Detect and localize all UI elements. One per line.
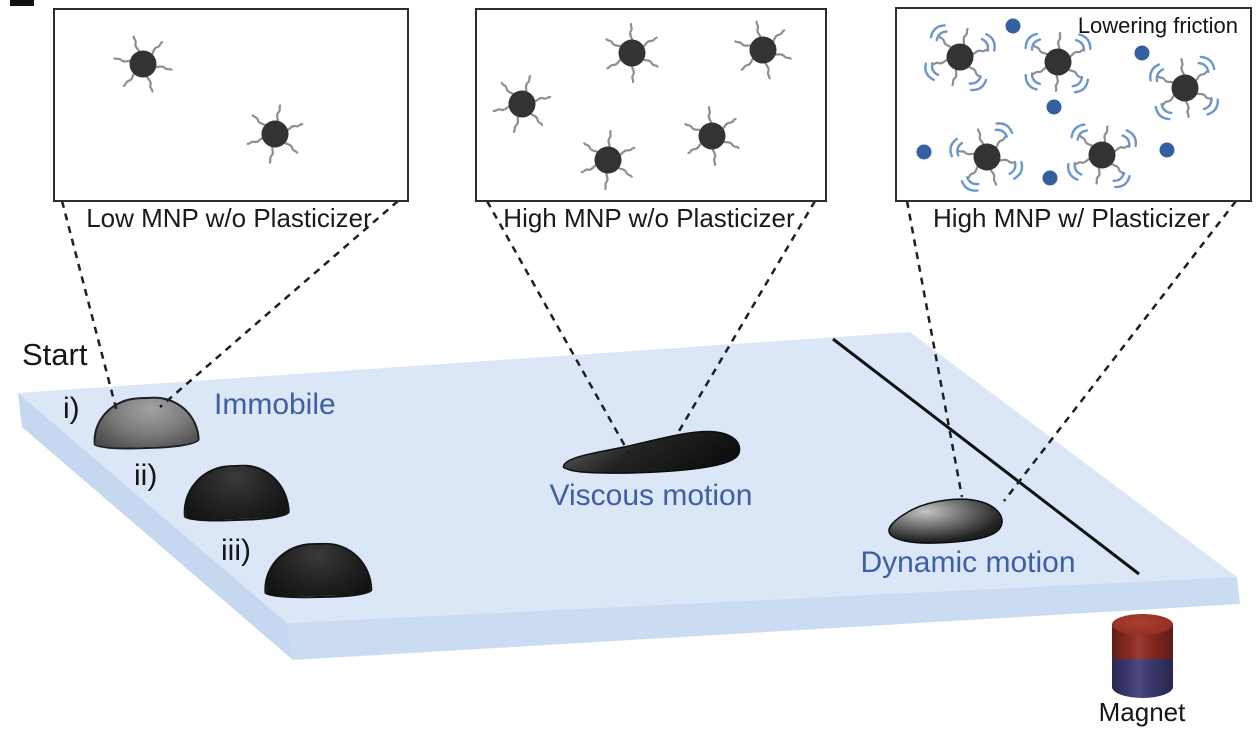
magnet-top-face	[1112, 614, 1173, 635]
droplet-viscous-shape	[562, 430, 741, 474]
connector-high-right	[664, 200, 817, 454]
lowering-friction-label: Lowering friction	[1077, 13, 1238, 38]
magnet-cylinder	[1112, 614, 1173, 698]
magnet-label: Magnet	[1098, 697, 1186, 727]
droplet-step-ii	[182, 463, 290, 523]
droplet-viscous	[562, 430, 741, 474]
step-label-iii: iii)	[221, 534, 251, 567]
droplet-dynamic	[888, 498, 1003, 544]
inset-box-high-mnp	[475, 8, 827, 202]
inset-box-low-mnp	[53, 8, 409, 202]
droplet-dynamic-shape	[888, 498, 1003, 544]
platform-front-face	[287, 577, 1240, 660]
start-label: Start	[22, 337, 88, 372]
droplet-immobile	[92, 395, 200, 451]
dynamic-motion-label: Dynamic motion	[860, 546, 1076, 579]
immobile-label: Immobile	[214, 388, 336, 421]
droplet-step-iii	[263, 542, 373, 599]
connector-plast-right	[1003, 200, 1237, 502]
box-label-low-mnp: Low MNP w/o Plasticizer	[86, 203, 372, 233]
connector-plast-left	[905, 200, 964, 498]
box-label-high-mnp: High MNP w/o Plasticizer	[503, 203, 795, 233]
connector-high-left	[485, 200, 632, 456]
box-label-high-mnp-plasticizer: High MNP w/ Plasticizer	[933, 203, 1210, 233]
viscous-motion-label: Viscous motion	[549, 479, 753, 512]
magnet-body	[1112, 624, 1173, 698]
panel-label-fragment	[10, 0, 34, 6]
step-label-ii: ii)	[134, 459, 158, 492]
step-label-i: i)	[63, 392, 80, 425]
